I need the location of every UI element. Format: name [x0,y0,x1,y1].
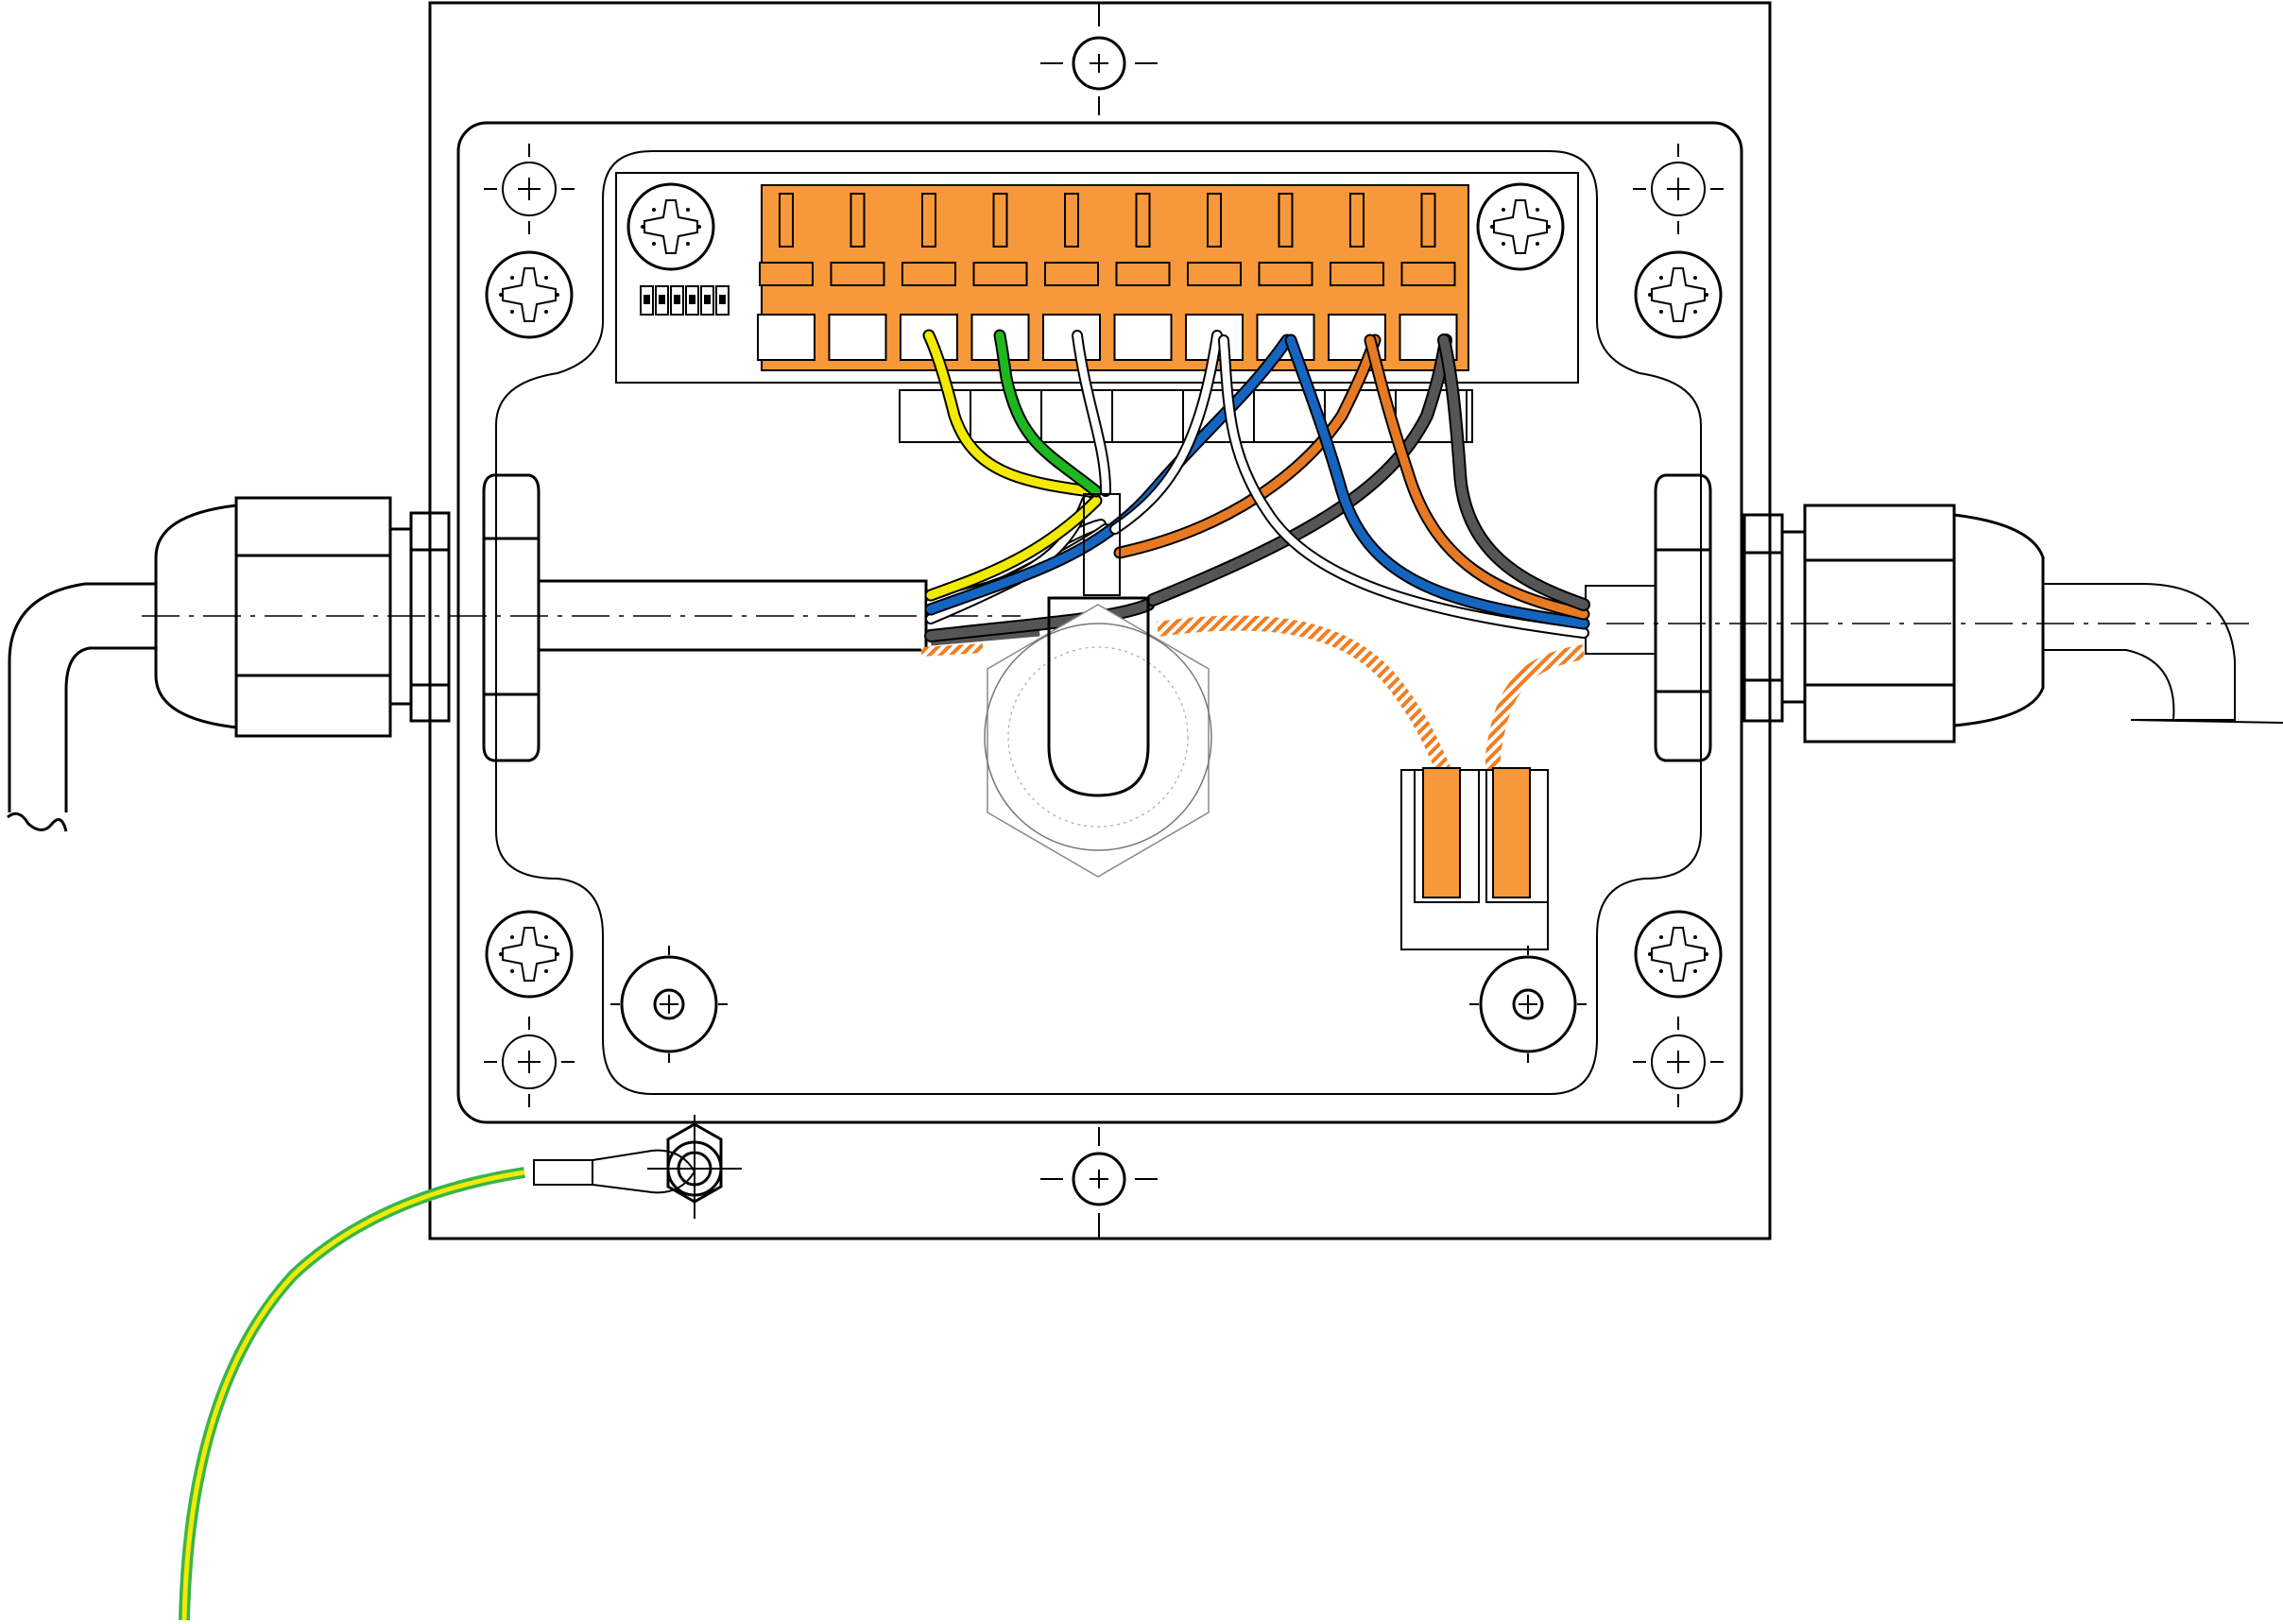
wire [1439,335,1588,609]
wire [1111,332,1221,533]
internal-wires [922,329,1590,646]
terminal-lever [992,193,1008,248]
wire [926,496,1101,600]
terminal-release [1115,262,1171,286]
terminal-lever [1420,193,1436,248]
wire [1115,335,1380,557]
dip-switch-bank [640,285,730,316]
cable-sleeve [1083,493,1121,596]
terminal-release [759,262,814,286]
terminal-lever [1135,193,1151,248]
terminal-opening [757,314,815,361]
terminal-lever [850,193,866,248]
wire [1220,336,1588,637]
right-cable-jacket [1585,585,1656,655]
left-cable-jacket [537,579,928,652]
enclosure-inner-cavity [495,150,1702,1095]
terminal-release [901,262,956,286]
wire [995,331,1101,496]
terminal-release [1044,262,1099,286]
wire [1365,335,1588,619]
left-cable-gland [7,473,541,832]
wire [926,600,1153,641]
terminal-lever [1207,193,1222,248]
terminal-pcb [615,172,1579,384]
plate-mount-hole-bottom [1040,1127,1158,1206]
plate-mount-hole-top [1040,36,1158,115]
shield-terminal-block [1400,767,1549,950]
terminal-lever [1278,193,1294,248]
terminal-release [972,262,1028,286]
terminal-release [1258,262,1313,286]
wire [1073,332,1109,495]
terminal-release [1187,262,1242,286]
terminal-release [830,262,885,286]
enclosure-outline [456,121,1743,1124]
right-cable-gland [1654,473,2283,762]
earth-ring-terminal-icon [179,1115,742,1621]
terminal-opening [1042,314,1101,361]
wire [1286,335,1588,628]
shield-clamp [984,596,1212,878]
terminal-release [1330,262,1384,286]
terminal-opening [828,314,887,361]
terminal-lever [921,193,936,248]
terminal-lever [1349,193,1365,248]
terminal-release [1400,262,1456,286]
terminal-lever [779,193,794,248]
terminal-opening [1113,314,1173,361]
wire [924,331,1094,496]
terminal-lever [1064,193,1079,248]
